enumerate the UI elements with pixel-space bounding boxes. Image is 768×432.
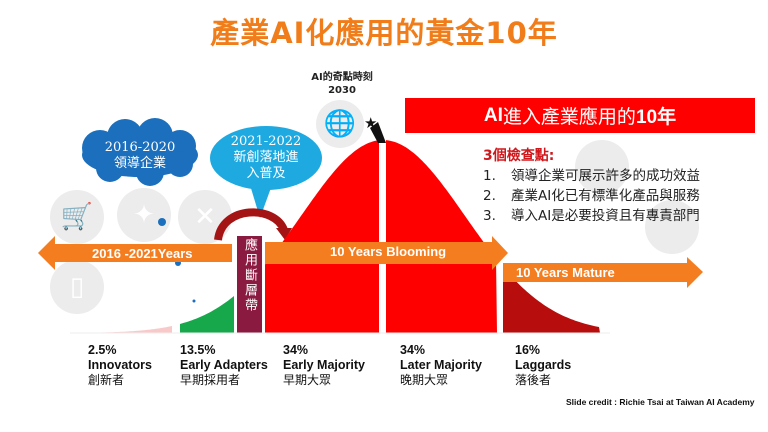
star-icon: ★ <box>364 114 377 132</box>
twitter-bird-icon: ✦ <box>117 188 171 242</box>
mobile-phone-icon: ▯ <box>50 260 104 314</box>
checklist-heading: 3個檢查點: <box>483 148 555 164</box>
segment-label-innovators: 2.5% Innovators 創新者 <box>88 343 152 388</box>
segment-laggards <box>503 266 600 333</box>
shopping-cart-icon: 🛒 <box>50 190 104 244</box>
segment-name: Innovators <box>88 358 152 372</box>
segment-pct: 34% <box>283 343 309 357</box>
segment-pct: 34% <box>400 343 426 357</box>
segment-name-zh: 晚期大眾 <box>400 373 449 387</box>
past-years-label: 2016 -2021Years <box>92 246 193 261</box>
slide-credit: Slide credit : Richie Tsai at Taiwan AI … <box>566 397 755 407</box>
mature-label: 10 Years Mature <box>516 265 615 280</box>
dot <box>192 299 196 303</box>
chasm-band <box>237 236 262 333</box>
item-text: 領導企業可展示許多的成功效益 <box>511 168 700 184</box>
curved-arrowhead <box>276 228 292 240</box>
shooting-star-trail <box>370 122 386 143</box>
segment-name: Early Majority <box>283 358 365 372</box>
item-number: 1. <box>483 168 496 184</box>
briefcase-icon <box>575 140 629 194</box>
banner-prefix: AI <box>483 104 503 126</box>
segment-early-adapters <box>180 296 234 333</box>
segment-later-majority <box>386 140 497 333</box>
segment-early-majority <box>265 140 379 333</box>
segment-name: Laggards <box>515 358 572 372</box>
checklist: 3個檢查點: 1. 領導企業可展示許多的成功效益 2. 產業AI化已有標準化產品與服… <box>483 146 700 226</box>
blooming-label: 10 Years Blooming <box>330 244 447 259</box>
segment-name: Later Majority <box>400 358 482 372</box>
cloud-years: 2016-2020 <box>104 140 176 155</box>
globe-icon: 🌐 <box>316 100 364 148</box>
banner-middle: 進入產業應用的 <box>502 106 636 128</box>
segment-pct: 2.5% <box>88 343 117 357</box>
download-icon <box>645 200 699 254</box>
item-text: 產業AI化已有標準化產品與服務 <box>511 188 700 204</box>
cloud-shape <box>82 118 198 186</box>
item-number: 3. <box>483 208 496 224</box>
singularity-label: AI的奇點時刻 2030 <box>296 71 388 97</box>
page-title: 產業AI化應用的黃金10年 <box>210 16 558 50</box>
segment-label-early-adapters: 13.5% Early Adapters 早期採用者 <box>180 343 268 388</box>
cloud-text: 領導企業 <box>113 156 166 171</box>
speech-bubble-shape <box>210 126 322 218</box>
singularity-text: AI的奇點時刻 <box>311 72 373 83</box>
mature-arrow <box>503 257 703 288</box>
segment-name-zh: 早期採用者 <box>180 373 241 387</box>
checklist-item: 1. 領導企業可展示許多的成功效益 <box>483 166 700 186</box>
chasm-label: 應用斷層帶 <box>242 238 257 313</box>
checklist-item: 2. 產業AI化已有標準化產品與服務 <box>483 186 700 206</box>
item-number: 2. <box>483 188 496 204</box>
bubble-label: 2021-2022 新創落地進 入普及 <box>212 134 320 182</box>
segment-name-zh: 落後者 <box>515 373 552 387</box>
curved-arrow <box>214 208 288 241</box>
segment-label-laggards: 16% Laggards 落後者 <box>515 343 571 388</box>
cloud-label: 2016-2020 領導企業 <box>88 140 192 172</box>
segment-innovators <box>70 326 172 333</box>
banner-suffix: 10年 <box>635 107 677 128</box>
singularity-year: 2030 <box>328 85 356 96</box>
segment-pct: 16% <box>515 343 541 357</box>
segment-name-zh: 創新者 <box>88 373 125 387</box>
banner: AI 進入產業應用的 10年 <box>405 98 755 133</box>
segment-name-zh: 早期大眾 <box>283 373 332 387</box>
item-text: 導入AI是必要投資且有專責部門 <box>511 208 700 224</box>
segment-label-early-majority: 34% Early Majority 早期大眾 <box>283 343 365 388</box>
segment-label-later-majority: 34% Later Majority 晚期大眾 <box>400 343 482 388</box>
blooming-arrow <box>265 236 508 270</box>
segment-name: Early Adapters <box>180 358 268 372</box>
dot <box>158 218 166 226</box>
past-years-arrow <box>38 236 232 270</box>
bubble-years: 2021-2022 <box>230 134 302 149</box>
segment-pct: 13.5% <box>180 343 216 357</box>
bubble-line2: 入普及 <box>246 166 286 181</box>
checklist-item: 3. 導入AI是必要投資且有專責部門 <box>483 206 700 226</box>
bubble-line1: 新創落地進 <box>233 150 299 165</box>
